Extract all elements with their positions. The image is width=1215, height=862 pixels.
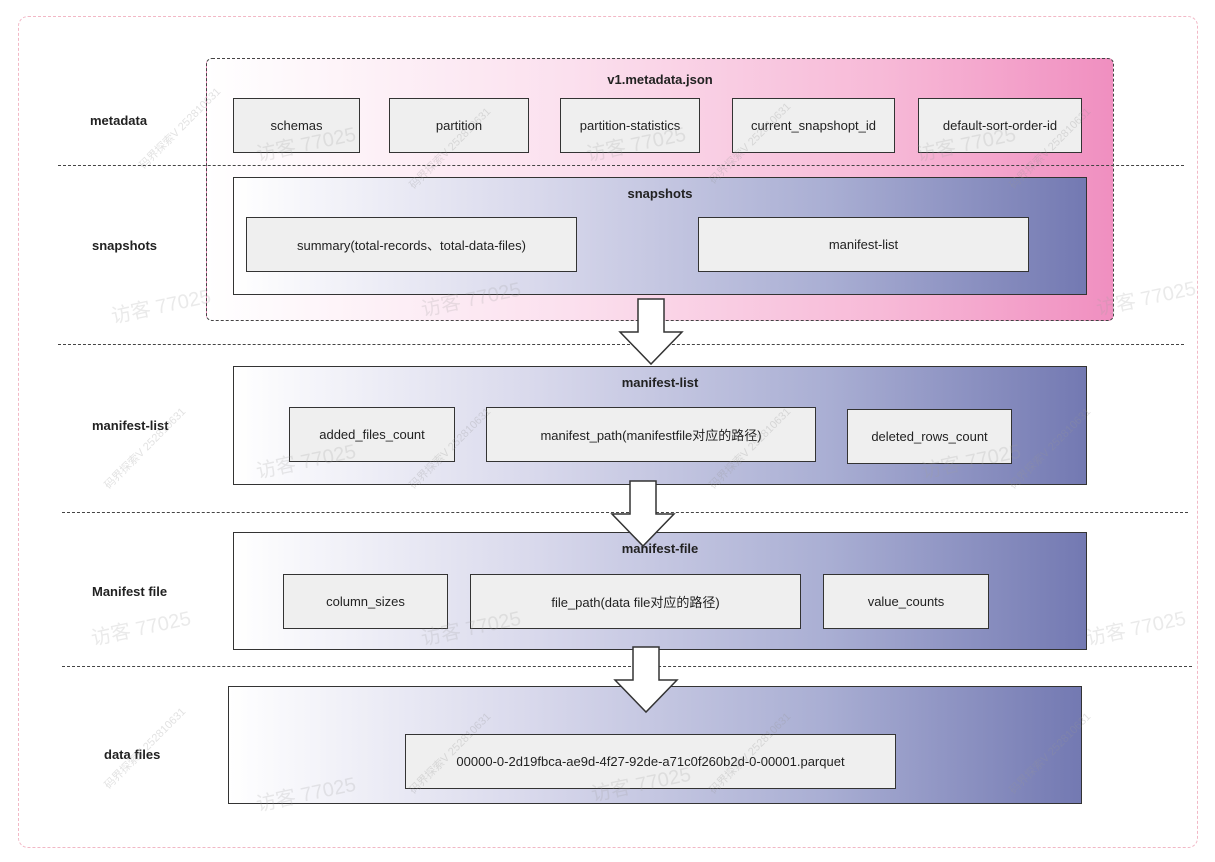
down-arrow-icon [618,298,684,366]
field-default-sort-order-id: default-sort-order-id [918,98,1082,153]
row-label-manifest-list: manifest-list [92,418,169,433]
down-arrow-icon [613,646,679,714]
divider-manifest-list-manifest-file [62,512,1188,513]
field-partition: partition [389,98,529,153]
divider-snapshots-manifest-list [58,344,1184,345]
field-value-counts: value_counts [823,574,989,629]
row-label-data-files: data files [104,747,161,762]
metadata-json-title: v1.metadata.json [607,72,713,87]
field-column-sizes: column_sizes [283,574,448,629]
field-deleted-rows-count: deleted_rows_count [847,409,1012,464]
snapshots-panel-title: snapshots [627,186,693,201]
field-summary: summary(total-records、total-data-files) [246,217,577,272]
down-arrow-icon [610,480,676,548]
divider-manifest-file-data-files [62,666,1192,667]
field-manifest-path: manifest_path(manifestfile对应的路径) [486,407,816,462]
field-added-files-count: added_files_count [289,407,455,462]
manifest-list-panel-title: manifest-list [621,375,699,390]
field-manifest-list-ref: manifest-list [698,217,1029,272]
field-partition-statistics: partition-statistics [560,98,700,153]
row-label-manifest-file: Manifest file [92,584,168,599]
field-file-path: file_path(data file对应的路径) [470,574,801,629]
row-label-snapshots: snapshots [92,238,158,253]
field-schemas: schemas [233,98,360,153]
field-parquet-file: 00000-0-2d19fbca-ae9d-4f27-92de-a71c0f26… [405,734,896,789]
field-current-snapshot-id: current_snapshopt_id [732,98,895,153]
diagram-frame [18,16,1198,848]
divider-metadata-snapshots [58,165,1184,166]
row-label-metadata: metadata [90,113,148,128]
